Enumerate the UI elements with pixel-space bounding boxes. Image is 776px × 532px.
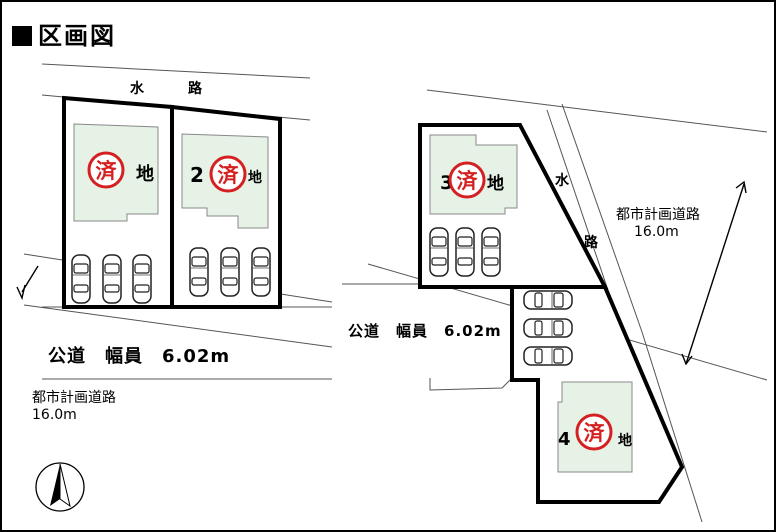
left-planned-road-name: 都市計画道路: [32, 390, 116, 406]
right-water-label-1: 水: [555, 173, 569, 189]
right-dimension-arrowhead-top: [735, 180, 747, 194]
car-icon: [132, 254, 152, 304]
car-icon: [523, 290, 573, 310]
plot-4-label-suffix: 地: [618, 432, 632, 449]
right-road-label: 公道 幅員 6.02m: [348, 322, 502, 340]
car-icon: [220, 247, 240, 297]
plot-1-label-suffix: 地: [136, 163, 154, 185]
left-dimension-arrowhead: [16, 284, 26, 301]
right-road-edge-bottom: [429, 377, 513, 391]
plot-4-number: 4: [558, 429, 571, 450]
car-icon: [429, 227, 449, 277]
left-water-label-1: 水: [130, 81, 144, 97]
svg-text:済: 済: [218, 163, 240, 187]
car-icon: [189, 247, 209, 297]
right-water-label-2: 路: [584, 235, 598, 251]
plot-2-sold-stamp-icon: 済: [209, 155, 247, 193]
right-planned-road-name: 都市計画道路: [616, 207, 700, 223]
car-icon: [481, 227, 501, 277]
page-title: 区画図: [12, 16, 116, 51]
plot-3-sold-stamp-icon: 済: [448, 161, 486, 199]
right-line-1: [426, 89, 768, 133]
car-icon: [102, 254, 122, 304]
svg-text:済: 済: [584, 421, 606, 445]
left-road-label: 公道 幅員 6.02m: [48, 346, 231, 367]
plot-2-number: 2: [190, 163, 204, 187]
title-square-icon: [12, 26, 32, 46]
right-dimension-line: [685, 183, 745, 365]
left-water-label-2: 路: [188, 81, 202, 97]
left-planned-road-line-2: [23, 304, 333, 348]
car-icon: [251, 247, 271, 297]
title-text: 区画図: [38, 22, 116, 50]
left-water-line-top: [41, 63, 311, 79]
car-icon: [71, 254, 91, 304]
left-planned-road-width: 16.0m: [32, 407, 77, 423]
right-water-line-1: [546, 109, 613, 303]
svg-text:済: 済: [457, 169, 479, 193]
left-planned-road-label: 都市計画道路 16.0m: [32, 390, 116, 424]
plot-1-sold-stamp-icon: 済: [87, 151, 125, 189]
car-icon: [523, 318, 573, 338]
right-water-line-2: [561, 103, 643, 333]
plot-3-label-suffix: 地: [487, 173, 504, 194]
right-planned-road-width: 16.0m: [634, 224, 679, 240]
svg-text:済: 済: [96, 159, 118, 183]
plot-4-sold-stamp-icon: 済: [575, 413, 613, 451]
right-dimension-arrowhead-bottom: [681, 353, 693, 366]
car-icon: [455, 227, 475, 277]
right-planned-road-label: 都市計画道路 16.0m: [616, 207, 700, 241]
north-arrow-icon: [35, 462, 85, 512]
right-water-line-3: [641, 331, 703, 523]
plot-2-label-suffix: 地: [248, 169, 262, 186]
car-icon: [523, 346, 573, 366]
